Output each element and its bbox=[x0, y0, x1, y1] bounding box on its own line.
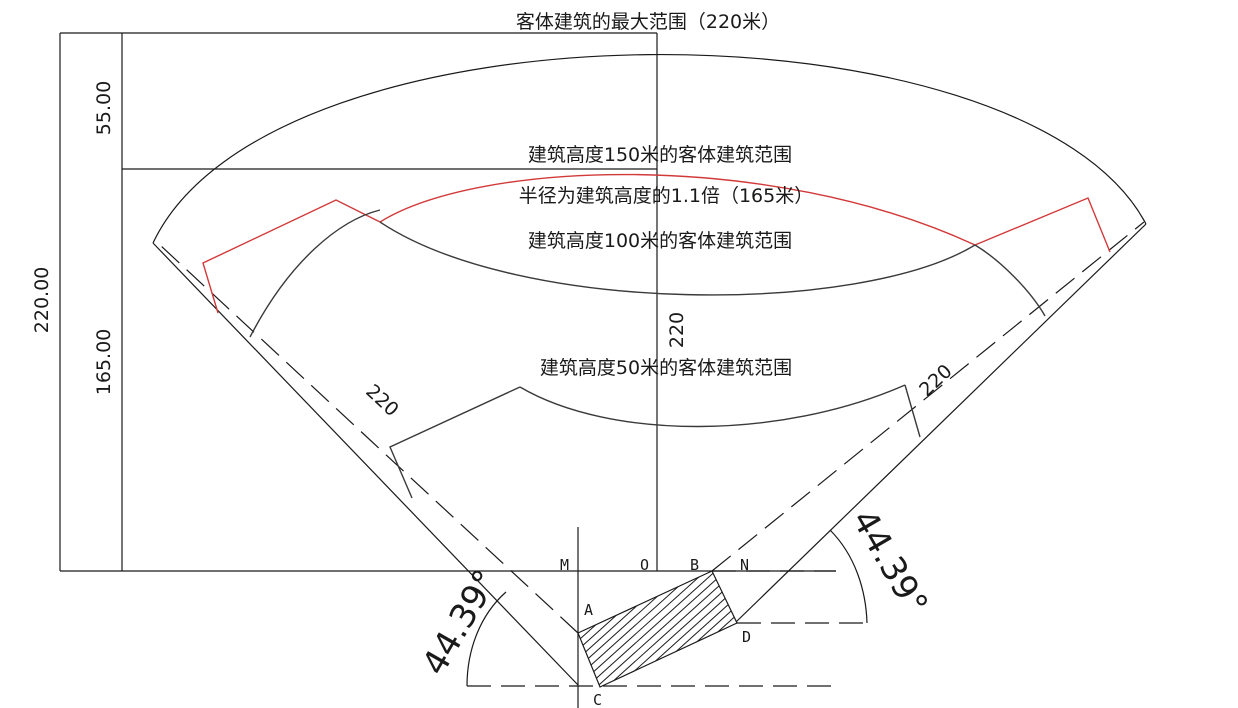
hatch-line bbox=[579, 571, 737, 687]
hatch-line bbox=[629, 571, 737, 687]
hatch-line bbox=[669, 571, 737, 687]
point-o-label: O bbox=[640, 556, 649, 574]
hatch-line bbox=[578, 571, 737, 687]
point-d-label: D bbox=[742, 628, 751, 646]
dim-upper-label: 55.00 bbox=[93, 81, 115, 135]
radius-note-label: 半径为建筑高度的1.1倍（165米） bbox=[519, 185, 813, 207]
point-a-label: A bbox=[584, 601, 593, 619]
hatch-line bbox=[599, 571, 737, 687]
radial-guides bbox=[159, 221, 1145, 634]
hatch-line bbox=[578, 571, 737, 687]
hatch-line bbox=[578, 571, 691, 687]
dim-center-radius: 220 bbox=[666, 312, 688, 348]
max-range-label: 客体建筑的最大范围（220米） bbox=[516, 11, 780, 33]
dim-left-radius: 220 bbox=[361, 380, 403, 421]
angle-left-label: 44.39° bbox=[415, 563, 507, 682]
point-m-label: M bbox=[560, 556, 569, 574]
hatch-line bbox=[578, 571, 601, 687]
hatch-line bbox=[609, 571, 737, 687]
range-50m-curve bbox=[389, 384, 921, 499]
point-b-label: B bbox=[690, 556, 699, 574]
range-150m-label: 建筑高度150米的客体建筑范围 bbox=[528, 144, 792, 166]
extension-lines bbox=[467, 527, 873, 708]
range-50m-label: 建筑高度50米的客体建筑范围 bbox=[540, 357, 792, 379]
hatch-line bbox=[578, 571, 701, 687]
range-150m-curve bbox=[202, 173, 1111, 314]
hatch-line bbox=[679, 571, 737, 687]
range-100m-label: 建筑高度100米的客体建筑范围 bbox=[528, 230, 792, 252]
range-100m-curve bbox=[249, 209, 1046, 338]
angle-arcs bbox=[466, 529, 868, 687]
hatch-line bbox=[578, 571, 731, 687]
hatch-line bbox=[578, 571, 711, 687]
point-c-label: C bbox=[593, 691, 602, 708]
dim-right-radius: 220 bbox=[915, 360, 957, 401]
building-footprint bbox=[320, 540, 738, 708]
hatch-line bbox=[649, 571, 737, 687]
hatch-line bbox=[589, 571, 737, 687]
hatch-line bbox=[619, 571, 737, 687]
hatch-line bbox=[578, 571, 681, 687]
dim-lower-label: 165.00 bbox=[93, 329, 115, 395]
hatch-line bbox=[578, 571, 721, 687]
dim-total-label: 220.00 bbox=[31, 267, 53, 333]
hatch-line bbox=[578, 571, 737, 687]
point-n-label: N bbox=[740, 556, 749, 574]
hatch-line bbox=[320, 540, 520, 708]
hatch-line bbox=[330, 540, 530, 708]
dimension-frame bbox=[59, 32, 836, 572]
max-range-sector bbox=[152, 54, 1147, 686]
hatch-line bbox=[578, 571, 737, 687]
building-hatch bbox=[320, 540, 737, 708]
angle-right-label: 44.39° bbox=[844, 503, 936, 622]
